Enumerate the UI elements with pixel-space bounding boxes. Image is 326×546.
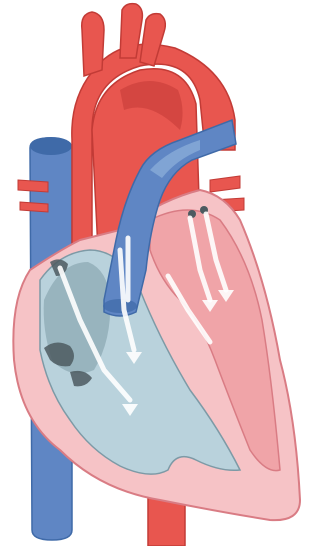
pulmonary-artery-opening [103, 299, 137, 313]
vena-cava-opening [30, 137, 72, 155]
brachiocephalic-artery [82, 12, 104, 76]
